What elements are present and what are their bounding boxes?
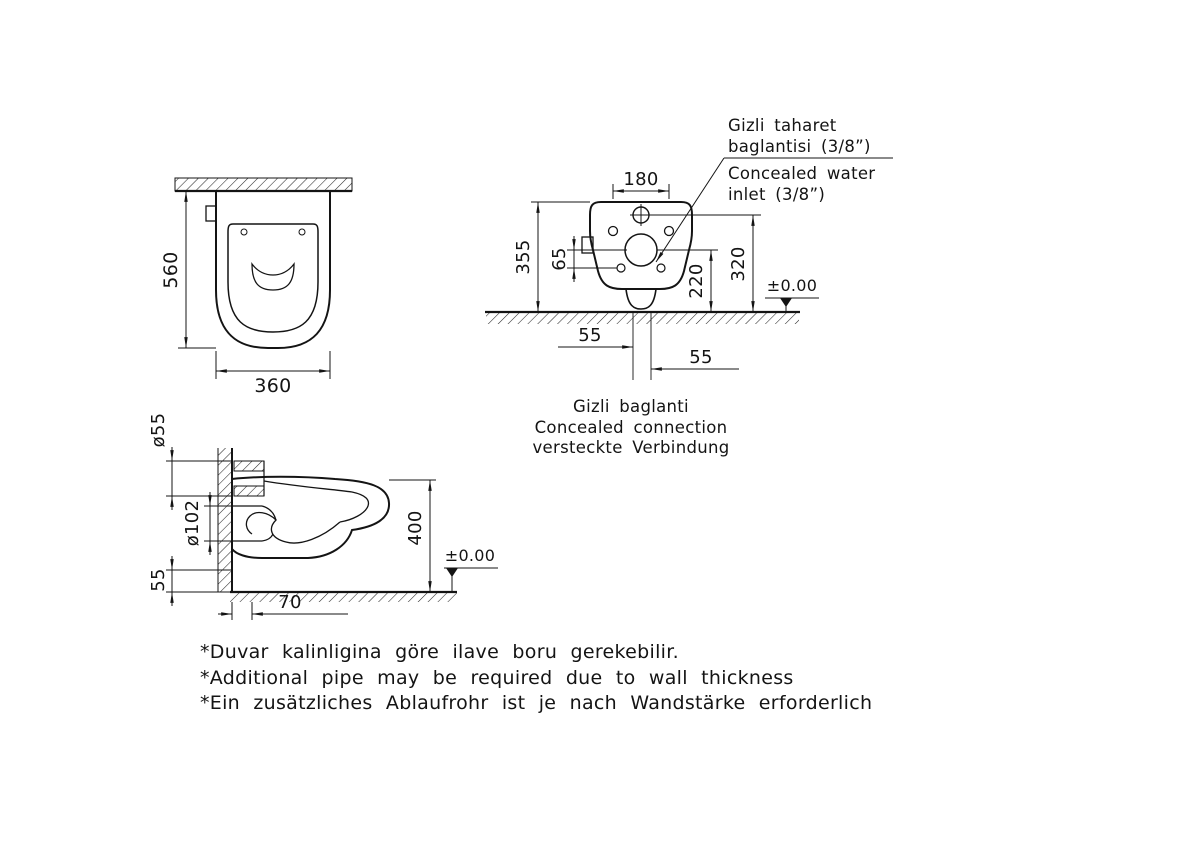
front-fix-hole-right — [656, 263, 666, 273]
caption-en: Concealed connection — [535, 418, 728, 437]
front-mount-hole-left — [607, 225, 619, 237]
front-offset-65-dim: 65 — [549, 247, 570, 271]
leader-label-en-2: inlet (3/8”) — [728, 185, 825, 204]
plan-seat-hole-right — [298, 228, 306, 236]
front-fix-hole-left — [616, 263, 626, 273]
side-trap-line — [245, 511, 341, 544]
front-height-dim: 355 — [513, 239, 534, 274]
front-level-label: ±0.00 — [767, 276, 818, 295]
front-offset-left-dim: 55 — [578, 325, 602, 346]
front-drain-hole — [624, 233, 658, 267]
side-bowl-inner-line — [263, 480, 370, 523]
plan-width-dim: 360 — [254, 375, 291, 397]
plan-inner-rim — [227, 223, 319, 333]
front-inlet-height-dim: 320 — [728, 246, 749, 281]
side-wall-offset-dim: 70 — [278, 592, 302, 613]
caption-de: versteckte Verbindung — [532, 438, 729, 457]
front-mount-hole-right — [663, 225, 675, 237]
side-view: ø55 ø102 55 400 ±0.00 70 — [148, 413, 498, 620]
side-outlet-diameter-dim: ø102 — [182, 500, 203, 547]
notes: *Duvar kalinligina göre ilave boru gerek… — [200, 641, 872, 714]
front-side-fitting — [581, 236, 594, 254]
side-outlet-curve-top — [261, 505, 277, 521]
front-view: Gizli taharet baglantisi (3/8”) Conceale… — [485, 116, 893, 457]
side-outlet-offset-dim: 55 — [148, 568, 169, 592]
side-inlet-flange-bottom — [233, 485, 265, 497]
plan-toilet-outline — [215, 190, 331, 349]
leader-label-tr-1: Gizli taharet — [728, 116, 837, 135]
leader-label-tr-2: baglantisi (3/8”) — [728, 137, 871, 156]
front-trap-outline — [625, 288, 657, 310]
front-hole-spacing-dim: 180 — [623, 169, 658, 190]
front-offset-right-dim: 55 — [689, 347, 713, 368]
front-outlet-height-dim: 220 — [686, 263, 707, 298]
note-en: *Additional pipe may be required due to … — [200, 667, 794, 689]
side-inlet-flange-top — [233, 460, 265, 472]
side-inlet-diameter-dim: ø55 — [148, 413, 169, 448]
plan-view: 560 360 — [160, 177, 353, 397]
leader-label-en-1: Concealed water — [728, 164, 875, 183]
side-wall-hatch — [218, 448, 232, 592]
side-height-dim: 400 — [405, 510, 426, 545]
plan-flush-opening — [251, 262, 295, 291]
side-floor-hatch — [230, 592, 457, 602]
plan-side-fitting — [205, 205, 217, 222]
side-outlet-curve-bottom — [261, 533, 274, 542]
side-toilet-outline — [231, 475, 391, 559]
plan-wall-hatch — [174, 177, 353, 192]
note-tr: *Duvar kalinligina göre ilave boru gerek… — [200, 641, 679, 663]
plan-seat-hole-left — [240, 228, 248, 236]
plan-depth-dim: 560 — [160, 251, 182, 288]
front-floor-hatch — [486, 313, 799, 324]
side-level-label: ±0.00 — [445, 546, 496, 565]
note-de: *Ein zusätzliches Ablaufrohr ist je nach… — [200, 692, 872, 714]
caption-tr: Gizli baglanti — [573, 397, 689, 416]
